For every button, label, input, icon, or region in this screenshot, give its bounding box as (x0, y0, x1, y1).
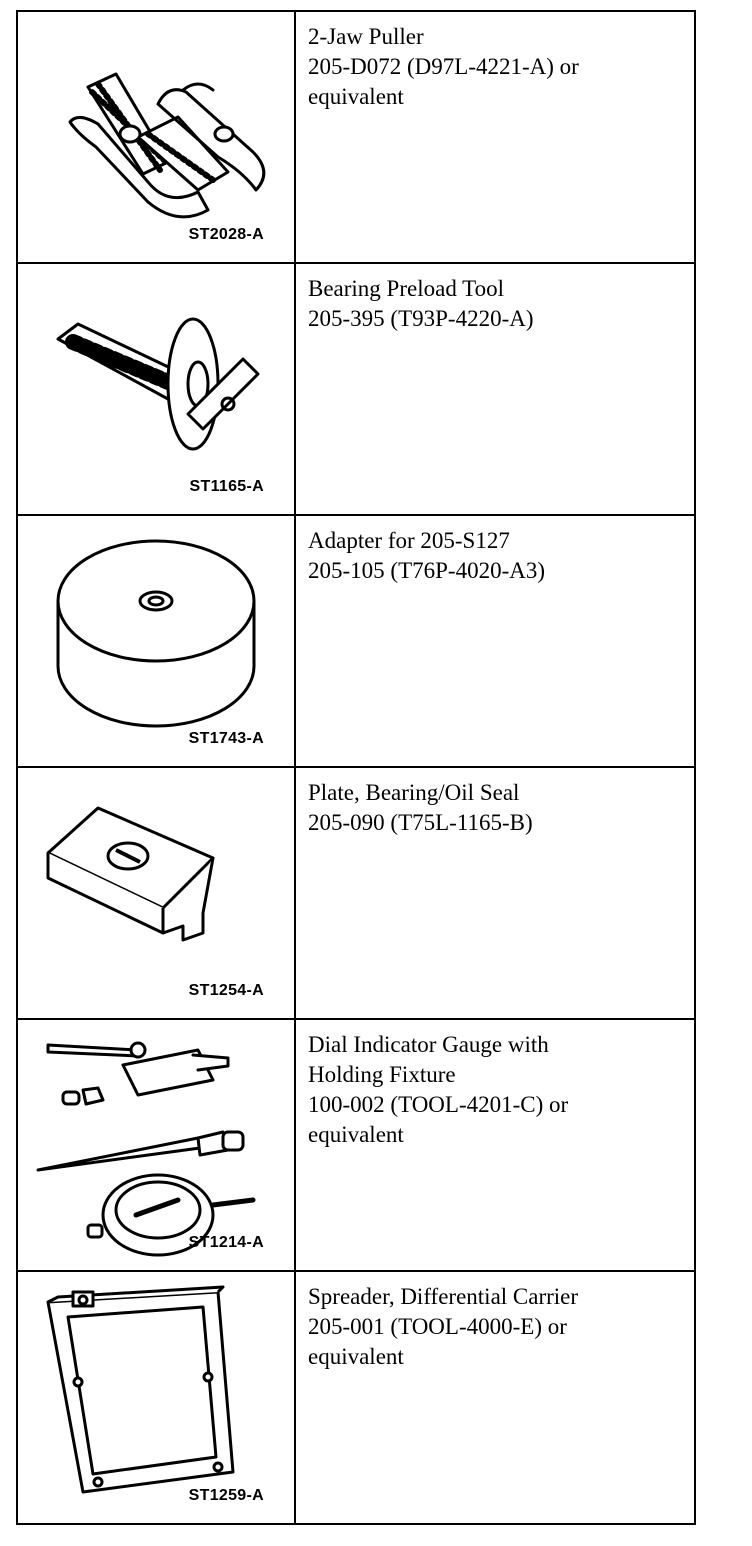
bearing-oil-seal-plate-icon (46, 806, 215, 942)
tool-description: Spreader, Differential Carrier 205-001 (… (296, 1272, 694, 1523)
tool-row: ST1259-A Spreader, Differential Carrier … (18, 1272, 694, 1523)
tool-row: ST1254-A Plate, Bearing/Oil Seal 205-090… (18, 768, 694, 1020)
tool-name: Spreader, Differential Carrier (308, 1284, 579, 1309)
tool-illustration-cell: ST1259-A (18, 1272, 296, 1523)
tool-note: equivalent (308, 1344, 404, 1369)
tool-name: Plate, Bearing/Oil Seal (308, 780, 520, 805)
dial-indicator-gauge-icon (36, 1041, 256, 1257)
tool-row: ST1165-A Bearing Preload Tool 205-395 (T… (18, 264, 694, 516)
tool-row: ST1743-A Adapter for 205-S127 205-105 (T… (18, 516, 694, 768)
tool-name: Bearing Preload Tool (308, 276, 504, 301)
tool-illustration-cell: ST2028-A (18, 12, 296, 262)
tool-part-number: 205-105 (T76P-4020-A3) (308, 558, 545, 583)
tool-part-number: 205-395 (T93P-4220-A) (308, 306, 534, 331)
illustration-code: ST1254-A (188, 982, 264, 999)
illustration-code: ST2028-A (188, 226, 264, 243)
tool-illustration-cell: ST1165-A (18, 264, 296, 514)
illustration-code: ST1214-A (188, 1234, 264, 1251)
tool-description: Dial Indicator Gauge with Holding Fixtur… (296, 1020, 694, 1270)
tool-description: Plate, Bearing/Oil Seal 205-090 (T75L-11… (296, 768, 694, 1018)
tool-part-number: 205-D072 (D97L-4221-A) or (308, 54, 579, 79)
illustration-code: ST1165-A (189, 478, 264, 495)
tool-name: Dial Indicator Gauge with (308, 1032, 549, 1057)
tool-name: 2-Jaw Puller (308, 24, 424, 49)
tool-illustration-cell: ST1254-A (18, 768, 296, 1018)
illustration-code: ST1259-A (188, 1487, 264, 1504)
differential-carrier-spreader-icon (46, 1285, 235, 1494)
tool-note: equivalent (308, 1122, 404, 1147)
tool-description: Bearing Preload Tool 205-395 (T93P-4220-… (296, 264, 694, 514)
tool-part-number: 100-002 (TOOL-4201-C) or (308, 1092, 569, 1117)
tool-illustration-cell: ST1214-A (18, 1020, 296, 1270)
tool-description: Adapter for 205-S127 205-105 (T76P-4020-… (296, 516, 694, 766)
tool-part-number: 205-090 (T75L-1165-B) (308, 810, 533, 835)
tool-name-continued: Holding Fixture (308, 1062, 456, 1087)
two-jaw-puller-icon (68, 72, 266, 219)
tool-description: 2-Jaw Puller 205-D072 (D97L-4221-A) or e… (296, 12, 694, 262)
tool-name: Adapter for 205-S127 (308, 528, 510, 553)
tool-row: ST2028-A 2-Jaw Puller 205-D072 (D97L-422… (18, 12, 694, 264)
tool-part-number: 205-001 (TOOL-4000-E) or (308, 1314, 567, 1339)
special-tools-table: ST2028-A 2-Jaw Puller 205-D072 (D97L-422… (16, 10, 696, 1525)
tool-row: ST1214-A Dial Indicator Gauge with Holdi… (18, 1020, 694, 1272)
illustration-code: ST1743-A (188, 730, 264, 747)
tool-note: equivalent (308, 84, 404, 109)
adapter-disc-icon (56, 539, 256, 728)
bearing-preload-tool-icon (56, 317, 260, 451)
tool-illustration-cell: ST1743-A (18, 516, 296, 766)
